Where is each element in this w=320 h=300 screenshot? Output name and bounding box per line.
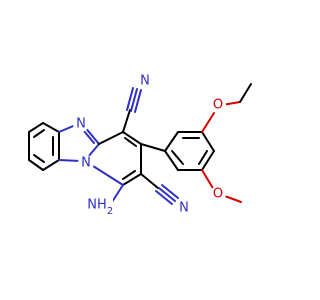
bond-nitrile-top-triple-3 [134,89,142,113]
bond-layer [28,83,252,205]
bond-aryl-4 [201,150,215,171]
atom-label-layer: N N N N NH 2 O O [73,73,226,217]
bond-aryl-inner-2 [198,150,208,165]
bond-ethoxy-c-c [239,83,252,103]
bond-pyridine-4 [122,173,142,186]
bond-benzo-inner-3 [33,154,45,163]
bond-methoxy-o [201,169,215,191]
bond-nitrile-bottom-triple-3 [161,184,179,199]
imine-n-background [73,116,89,132]
ether-o-top-label: O [213,98,223,113]
bond-benzo-1 [28,122,44,133]
bond-amine [111,184,124,203]
bond-imidazole-n-bridge-c [58,159,81,162]
bridge-n-background [78,155,94,171]
bond-nitrile-bottom-c [140,173,159,189]
bond-imidazole-inner [83,130,95,144]
bond-imidazole-c-n-bridge [87,143,100,158]
bond-aryl-1 [164,131,179,152]
bond-aryl-6 [164,150,179,171]
bond-benzo-4 [42,159,60,171]
bond-nitrile-top-triple-1 [126,87,134,111]
bond-nitrile-top-c [122,109,131,133]
amine-background [86,195,113,215]
nitrile-top-n-label: N [140,74,150,89]
bond-aryl-link [140,143,166,152]
bond-benzo-inner-1 [33,129,45,138]
molecule-diagram: N N N N NH 2 O O [28,73,252,217]
bond-pyridine-1 [98,131,124,145]
bond-pyridine-inner-2 [122,170,136,180]
bond-benzo-2 [42,122,60,133]
bond-nitrile-top-triple-2 [130,88,138,112]
bridge-n-label: N [81,156,91,171]
bond-pyridine-2 [122,131,142,145]
bond-pyridine-inner-1 [124,137,137,147]
ether-o-bottom-label: O [213,187,223,202]
imine-n-label: N [76,117,86,132]
bond-nitrile-bottom-triple-2 [158,187,176,202]
nitrile-top-n-background [137,73,153,89]
bond-aryl-3 [201,131,215,152]
amine-label: NH [87,198,107,213]
bond-aryl-inner-3 [171,150,184,165]
bond-benzo-5 [28,159,44,171]
amine-subscript: 2 [107,206,113,217]
ether-o-bottom-background [210,186,226,202]
bond-nitrile-bottom-triple-1 [155,190,173,205]
nitrile-bottom-n-background [176,200,192,216]
ether-o-top-background [210,97,226,113]
nitrile-bottom-n-label: N [179,201,189,216]
bond-pyridine-5 [92,165,124,186]
bond-ethoxy-o [201,112,215,133]
